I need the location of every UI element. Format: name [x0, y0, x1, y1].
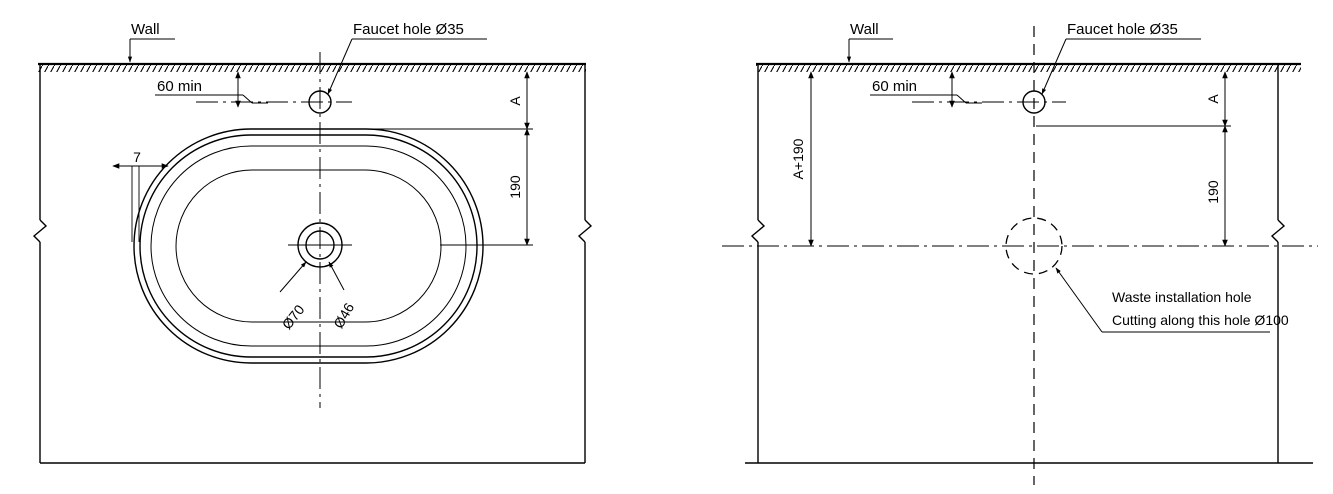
countertop-outline-left: [32, 64, 593, 464]
drain-inner-leader-left: [328, 261, 345, 291]
basin-outer-rim-inner-edge: [139, 134, 478, 358]
drain-outer-leader-left: [279, 261, 307, 293]
waste-callout-leader-line: [1055, 267, 1103, 333]
min-distance-dim-left: [155, 71, 268, 108]
basin-bowl-outline: [175, 169, 442, 323]
faucet-label-leader-left: [327, 38, 487, 95]
dim-190-left: [440, 128, 533, 246]
drain-inner-diameter-label: Ø46: [330, 300, 357, 331]
wall-label-leader-right: [846, 38, 893, 63]
wall-symbol-right: [756, 62, 1301, 72]
min-distance-label-right: 60 min: [872, 78, 917, 95]
basin-rim-step-outline: [150, 145, 467, 347]
break-mark-right-view-left: [750, 219, 766, 243]
break-mark-right-side: [577, 219, 593, 243]
min-distance-leader-kink-right: [956, 94, 967, 104]
wall-hatch-right: [756, 63, 1301, 72]
wall-symbol-left: [38, 62, 586, 72]
countertop-outline-right: [745, 64, 1313, 464]
waste-installation-hole-circle: [1005, 217, 1063, 275]
drain-assembly-left: [288, 222, 352, 268]
wall-label-left: Wall: [131, 21, 160, 38]
dim-190-label-left: 190: [507, 175, 523, 199]
faucet-hole-label-right: Faucet hole Ø35: [1067, 21, 1178, 38]
left-view-group: Ø70 Ø46 Wall Faucet hole Ø35: [32, 21, 593, 464]
basin-oval-outlines: [133, 128, 484, 364]
rim-width-label: 7: [133, 149, 141, 165]
wall-label-leader-left: [127, 38, 175, 63]
basin-outer-rim-outline: [133, 128, 484, 364]
wall-label-right: Wall: [850, 21, 879, 38]
drain-outer-diameter-label: Ø70: [279, 301, 308, 332]
wall-hatch-left: [38, 63, 586, 72]
break-mark-left-side: [32, 219, 48, 243]
dim-a-left: [355, 71, 533, 130]
waste-hole-callout-line2: Cutting along this hole Ø100: [1112, 312, 1289, 328]
drain-inner-leader-line: [328, 261, 345, 291]
faucet-label-leader-line-left: [327, 38, 353, 95]
drain-outer-leader-line: [279, 261, 307, 293]
min-distance-dim-right: [870, 71, 982, 108]
waste-hole-callout-line1: Waste installation hole: [1112, 289, 1252, 305]
min-distance-leader-kink-left: [242, 94, 253, 104]
min-distance-label-left: 60 min: [157, 78, 202, 95]
dim-a-plus-190-label: A+190: [790, 138, 806, 179]
faucet-label-leader-right: [1041, 38, 1201, 95]
faucet-label-leader-line-right: [1041, 38, 1067, 95]
dim-a-label-right: A: [1205, 94, 1221, 104]
dim-a-right: [1036, 71, 1231, 127]
right-view-group: Wall Faucet hole Ø35 60 min A: [722, 21, 1318, 485]
dim-a-label-left: A: [507, 96, 523, 106]
faucet-hole-circle-left: [308, 90, 332, 114]
rim-width-dim-left: [112, 163, 169, 242]
dim-190-label-right: 190: [1205, 180, 1221, 204]
faucet-hole-label-left: Faucet hole Ø35: [353, 21, 464, 38]
waste-hole-callout: [1055, 267, 1270, 333]
break-mark-right-view-right: [1270, 219, 1286, 243]
